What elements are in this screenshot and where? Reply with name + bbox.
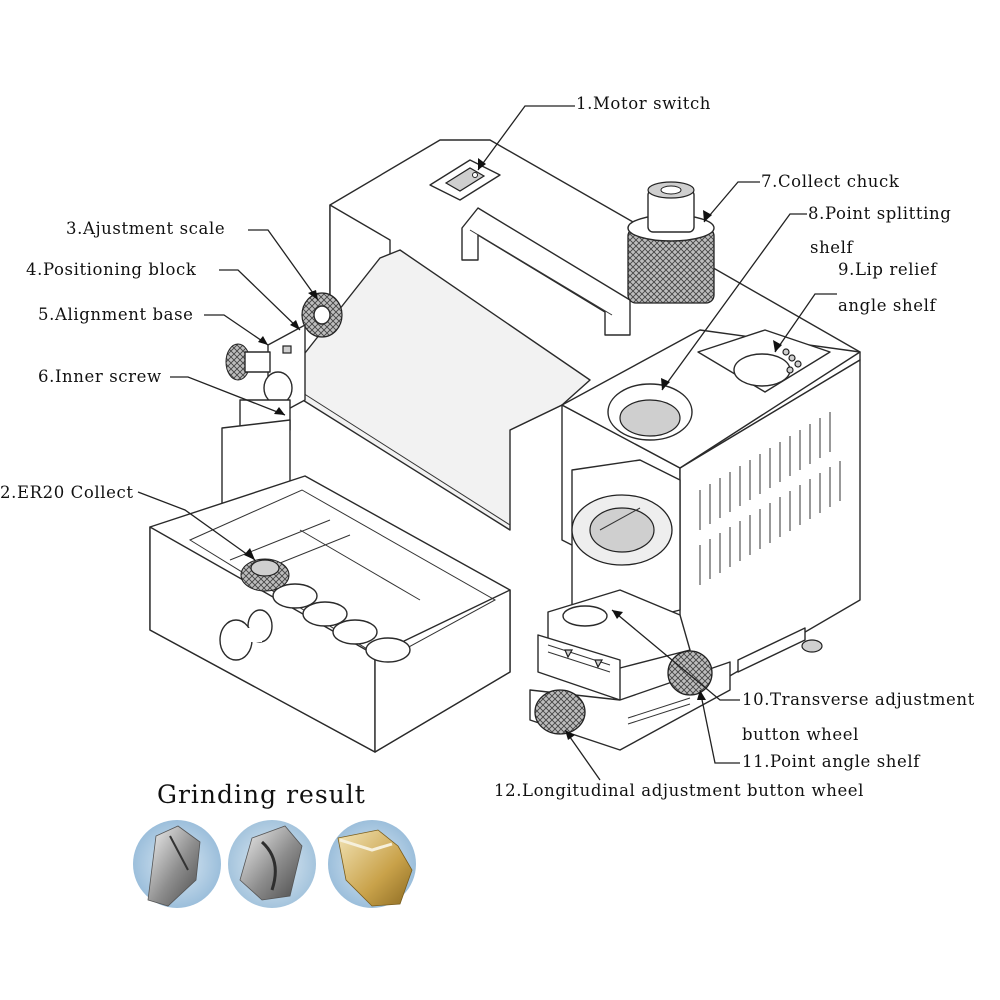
lip-relief-hole [733,353,791,387]
label-collect-chuck: 7.Collect chuck [761,172,900,191]
adjustment-scale-icon [301,292,343,338]
label-point-splitting-line1: 8.Point splitting [808,204,952,223]
label-lip-relief-line2: angle shelf [838,296,937,315]
label-adjustment-scale: 3.Ajustment scale [66,219,226,238]
label-transverse-line1: 10.Transverse adjustment [742,690,975,709]
drawer [149,475,511,753]
label-longitudinal-wheel: 12.Longitudinal adjustment button wheel [494,781,865,800]
label-motor-switch: 1.Motor switch [576,94,712,113]
result-drill-bit-silver [133,820,221,908]
result-drill-bit-steel [228,820,316,908]
er20-collect-icon [240,558,290,592]
side-rail [737,627,806,673]
label-er20-collect: 2.ER20 Collect [0,483,134,502]
label-alignment-base: 5.Alignment base [38,305,194,324]
arrowheads [244,158,782,740]
alignment-base-knob [225,343,271,381]
label-inner-screw: 6.Inner screw [38,367,162,386]
leader-lines [137,105,837,781]
drawer-knob [219,609,273,661]
label-point-splitting-line2: shelf [810,238,854,257]
grinding-head [547,459,691,669]
label-transverse-line2: button wheel [742,725,860,744]
label-lip-relief-line1: 9.Lip relief [838,260,938,279]
label-point-angle-shelf: 11.Point angle shelf [742,752,920,771]
carry-handle [461,207,631,336]
motor-switch-icon [429,159,501,201]
result-drill-bit-gold [328,820,416,908]
ventilation-slots [699,412,841,585]
collect-chuck-icon [627,181,715,304]
grinding-result-title: Grinding result [157,780,366,809]
inner-screw-ring [263,371,293,405]
label-positioning-block: 4.Positioning block [26,260,197,279]
longitudinal-wheel-icon [534,689,586,735]
